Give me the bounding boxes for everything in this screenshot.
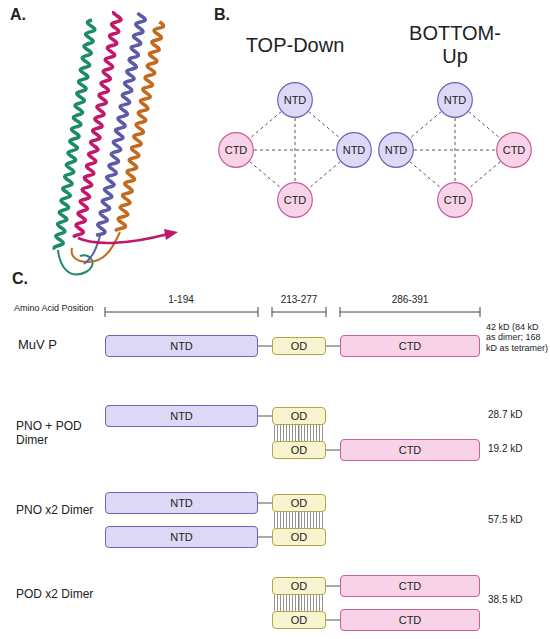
alpha-helix (73, 11, 121, 237)
panel-label: B. (214, 6, 254, 24)
domain-name: NTD (343, 144, 366, 156)
domain-box: OD (272, 337, 326, 355)
domain-circle: CTD (218, 132, 254, 168)
connector (299, 425, 300, 441)
axis-title: Amino Acid Position (14, 303, 104, 313)
domain-name: NTD (170, 410, 193, 422)
connector (295, 118, 296, 182)
beta-strand (78, 234, 168, 243)
domain-box: CTD (340, 575, 480, 597)
domain-name: OD (291, 531, 308, 543)
domain-box: OD (272, 494, 326, 512)
domain-name: CTD (399, 614, 422, 626)
helix-bundle (54, 11, 164, 249)
domain-box: NTD (105, 526, 258, 548)
domain-box: OD (272, 407, 326, 425)
connector (299, 595, 300, 611)
model-title: TOP-Down (230, 34, 360, 57)
domain-name: CTD (399, 580, 422, 592)
domain-name: CTD (444, 194, 467, 206)
model-title: BOTTOM- Up (400, 22, 510, 68)
dimer-ladder (274, 595, 324, 611)
panel-label: C. (12, 270, 52, 288)
connector (250, 112, 282, 139)
mass-label: 42 kD (84 kD as dimer; 168 kD as tetrame… (486, 322, 548, 353)
domain-circle: NTD (378, 132, 414, 168)
domain-name: NTD (170, 531, 193, 543)
domain-box: OD (272, 577, 326, 595)
domain-name: CTD (284, 194, 307, 206)
alpha-helix (115, 22, 163, 231)
connector (469, 162, 501, 189)
mass-label: 19.2 kD (488, 443, 548, 455)
domain-name: NTD (284, 94, 307, 106)
domain-circle: CTD (277, 182, 313, 218)
scale-bars (105, 307, 480, 317)
dimer-ladder (274, 425, 324, 441)
domain-circle: CTD (496, 132, 532, 168)
connector (414, 150, 496, 151)
domain-box: OD (272, 441, 326, 459)
domain-box: NTD (105, 335, 258, 357)
domain-name: CTD (399, 340, 422, 352)
domain-name: OD (291, 410, 308, 422)
beta-strand-head (164, 229, 178, 240)
construct-name: PNO + POD Dimer (16, 420, 98, 448)
domain-name: NTD (444, 94, 467, 106)
connector (250, 162, 282, 189)
connector (254, 150, 336, 151)
connector (258, 537, 272, 538)
domain-name: OD (291, 614, 308, 626)
connector (258, 503, 272, 504)
connector (326, 620, 340, 621)
alpha-helix (54, 20, 95, 249)
domain-box: OD (272, 528, 326, 546)
connector (455, 118, 456, 182)
domain-circle: CTD (437, 182, 473, 218)
range-label: 1-194 (141, 294, 221, 306)
domain-box: OD (272, 611, 326, 629)
domain-name: NTD (385, 144, 408, 156)
connector (258, 346, 272, 347)
domain-name: OD (291, 444, 308, 456)
range-label: 213-277 (259, 294, 339, 306)
domain-name: CTD (503, 144, 526, 156)
domain-circle: NTD (277, 82, 313, 118)
domain-name: CTD (225, 144, 248, 156)
connector (326, 450, 340, 451)
domain-box: CTD (340, 335, 480, 357)
connector (309, 162, 341, 189)
connector (410, 112, 442, 139)
connector (309, 112, 341, 139)
mass-label: 38.5 kD (488, 594, 548, 606)
domain-name: OD (291, 340, 308, 352)
connector (410, 162, 442, 189)
domain-box: CTD (340, 439, 480, 461)
domain-name: OD (291, 497, 308, 509)
connector (469, 112, 501, 139)
domain-name: NTD (170, 497, 193, 509)
connector (326, 586, 340, 587)
panel-label: A. (10, 6, 50, 24)
range-label: 286-391 (370, 294, 450, 306)
domain-box: NTD (105, 405, 258, 427)
domain-box: CTD (340, 609, 480, 631)
mass-label: 57.5 kD (488, 514, 548, 526)
construct-name: PNO x2 Dimer (16, 504, 98, 518)
connector (258, 416, 272, 417)
construct-name: MuV P (18, 338, 98, 353)
connector (326, 346, 340, 347)
domain-name: NTD (170, 340, 193, 352)
domain-name: CTD (399, 444, 422, 456)
domain-name: OD (291, 580, 308, 592)
domain-circle: NTD (336, 132, 372, 168)
mass-label: 28.7 kD (488, 409, 548, 421)
connector (299, 512, 300, 528)
domain-circle: NTD (437, 82, 473, 118)
domain-box: NTD (105, 492, 258, 514)
dimer-ladder (274, 512, 324, 528)
construct-name: POD x2 Dimer (16, 588, 98, 602)
